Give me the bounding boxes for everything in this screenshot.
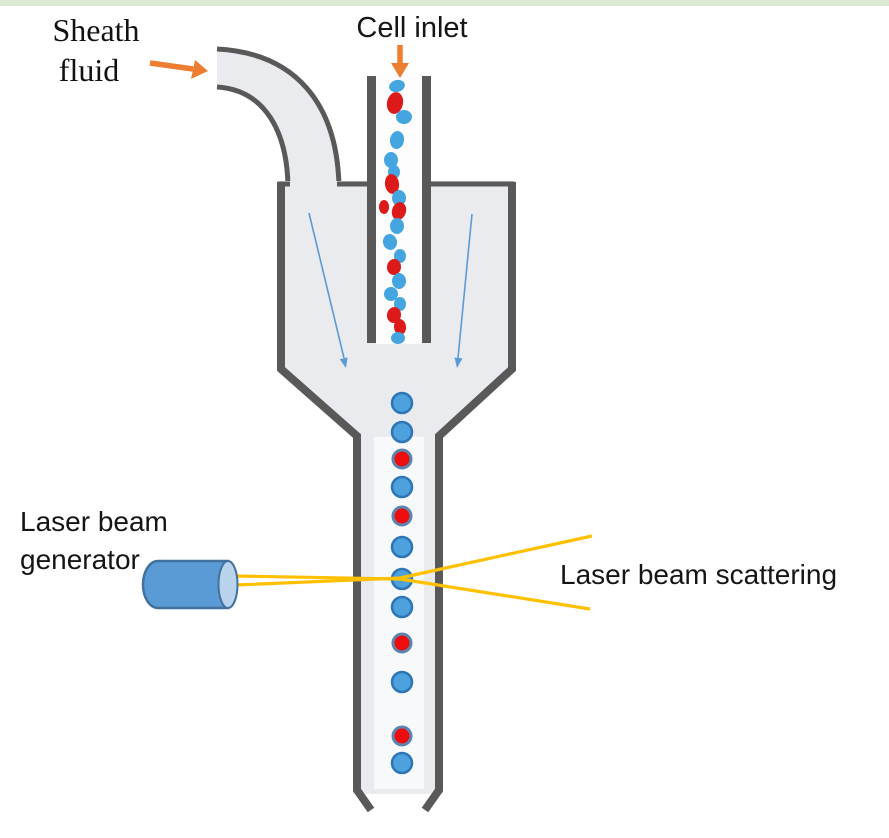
inlet-cell-blue	[389, 131, 405, 149]
inlet-cell-blue	[396, 109, 412, 125]
sheath-tube	[216, 46, 342, 188]
sheath-tube-fill	[217, 49, 339, 188]
inlet-cell-blue	[389, 79, 405, 93]
channel-cell-blue	[390, 420, 414, 444]
sheath-flow-arrowhead-right	[454, 357, 463, 368]
inlet-cell-stream	[379, 79, 412, 344]
cell-inlet-label: Cell inlet	[356, 12, 467, 44]
inlet-cell-blue	[384, 152, 398, 168]
inlet-cell-red	[393, 319, 407, 335]
laser-generator	[141, 559, 239, 610]
sheath-flow-arrow-right	[457, 213, 473, 359]
inlet-cell-blue	[384, 287, 398, 301]
channel-cell-blue	[390, 670, 414, 694]
inlet-cell-red	[391, 202, 407, 220]
laser-generator-label-line1: Laser beam	[20, 506, 168, 537]
channel-cell-blue	[390, 595, 414, 619]
chamber-wall-right	[421, 182, 516, 813]
inlet-cell-red	[386, 92, 404, 114]
top-border	[0, 0, 889, 6]
channel-cell-red	[391, 448, 413, 470]
cell-inlet-tube	[367, 74, 431, 344]
sheath-flow-arrows	[308, 212, 473, 368]
sheath-tube-inner-wall	[216, 84, 291, 187]
laser-generator-label-line2: generator	[20, 544, 140, 575]
sheath-tube-outer-wall	[216, 46, 342, 187]
inlet-cell-blue	[391, 332, 405, 344]
sheath-fluid-arrow	[149, 60, 194, 72]
inlet-cell-blue	[392, 273, 406, 289]
sheath-flow-arrowhead-left	[339, 357, 348, 368]
channel-cell-stream	[390, 391, 414, 775]
channel-cell-red	[391, 505, 413, 527]
chamber-wall-left	[277, 182, 375, 813]
inlet-cell-red	[386, 307, 402, 323]
annotation-arrows	[149, 45, 409, 79]
inlet-cell-red	[379, 200, 389, 214]
channel-cell-blue	[390, 475, 414, 499]
sheath-fluid-label-line1: Sheath	[52, 12, 139, 48]
channel-cell-red	[391, 632, 413, 654]
channel-cell-red	[391, 725, 413, 747]
channel-cell-blue	[390, 751, 414, 775]
laser-beams	[235, 534, 593, 611]
inlet-cell-blue	[390, 218, 404, 234]
channel-cell-blue	[390, 535, 414, 559]
laser-generator-body	[141, 559, 230, 610]
inlet-cell-blue	[394, 297, 406, 311]
laser-scattering-label: Laser beam scattering	[560, 559, 837, 590]
inlet-cell-blue	[382, 234, 398, 250]
cell-inlet-arrowhead	[391, 63, 409, 78]
inlet-cell-red	[384, 174, 400, 194]
channel-cell-blue	[390, 391, 414, 415]
inlet-cell-blue	[394, 249, 406, 263]
sheath-flow-arrow-left	[308, 212, 345, 359]
laser-generator-face	[217, 560, 239, 609]
sheath-fluid-label-line2: fluid	[59, 52, 119, 88]
sheath-fluid-arrowhead	[191, 60, 208, 79]
inlet-cell-blue	[392, 190, 406, 206]
inlet-cell-red	[386, 259, 402, 275]
laser-beam-upper	[235, 534, 593, 587]
